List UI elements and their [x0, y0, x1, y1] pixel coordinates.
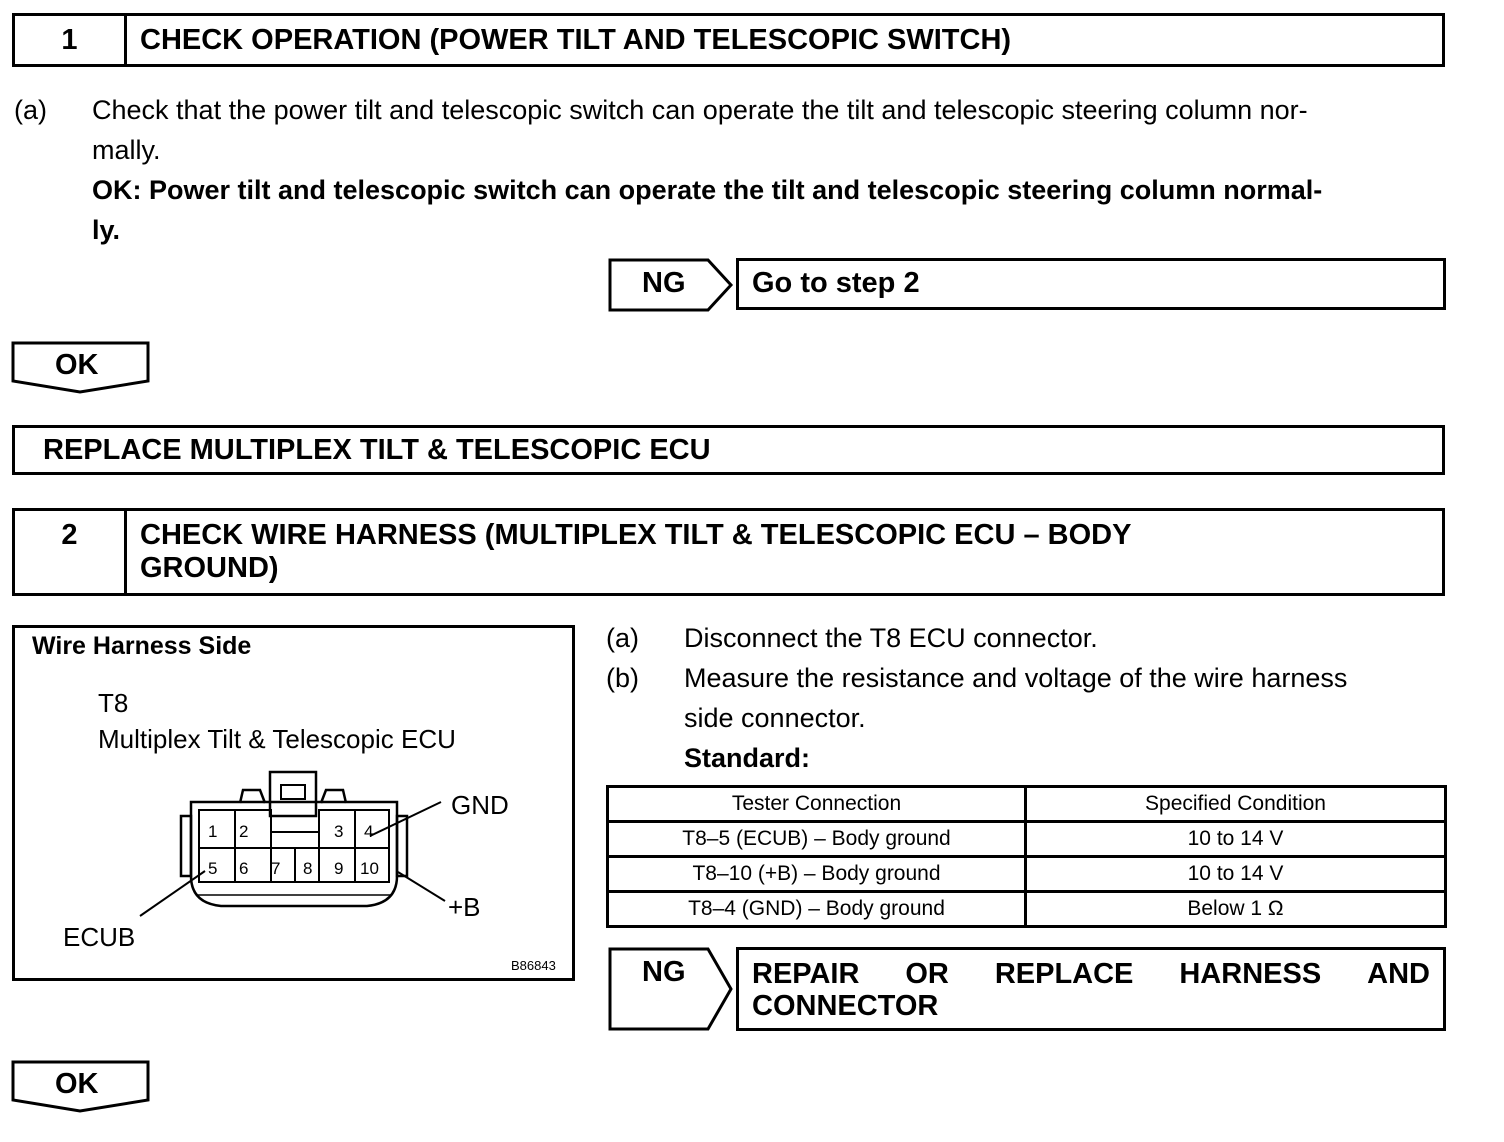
table-row: T8–4 (GND) – Body ground Below 1 Ω — [606, 890, 1447, 928]
replace-action-text: REPLACE MULTIPLEX TILT & TELESCOPIC ECU — [43, 434, 711, 466]
connector-name: Multiplex Tilt & Telescopic ECU — [98, 724, 456, 754]
table-cell: 10 to 14 V — [1024, 855, 1447, 893]
item-text-line2: mally. — [92, 135, 161, 165]
step-title: CHECK WIRE HARNESS (MULTIPLEX TILT & TEL… — [127, 511, 1442, 593]
spec-table-wrap: Tester Connection Specified Condition T8… — [606, 785, 1447, 928]
plus-b-label: +B — [448, 892, 481, 922]
ng-label: NG — [642, 956, 686, 988]
ok-criteria-line2: ly. — [92, 215, 121, 245]
pin-label: 9 — [334, 859, 344, 878]
item-text: Disconnect the T8 ECU connector. — [684, 623, 1098, 653]
ok-label: OK — [55, 349, 99, 381]
gnd-label: GND — [451, 790, 509, 820]
pin-label: 8 — [303, 859, 313, 878]
replace-action-box: REPLACE MULTIPLEX TILT & TELESCOPIC ECU — [12, 425, 1445, 475]
table-row: T8–10 (+B) – Body ground 10 to 14 V — [606, 855, 1447, 893]
table-cell: Below 1 Ω — [1024, 890, 1447, 928]
ng-action-word: OR — [905, 958, 949, 990]
ng-action-word: HARNESS — [1179, 958, 1322, 990]
step-title: CHECK OPERATION (POWER TILT AND TELESCOP… — [140, 24, 1012, 56]
standard-label: Standard: — [684, 743, 811, 773]
ng-action-text: Go to step 2 — [752, 267, 920, 299]
table-header: Tester Connection — [606, 785, 1027, 823]
pin-label: 1 — [208, 822, 218, 841]
step-title-line2: GROUND) — [140, 552, 279, 584]
ng-action-word: REPAIR — [752, 958, 860, 990]
table-row: T8–5 (ECUB) – Body ground 10 to 14 V — [606, 820, 1447, 858]
ecub-label: ECUB — [63, 922, 136, 952]
ng-action-line2: CONNECTOR — [752, 990, 939, 1022]
item-text-line1: Check that the power tilt and telescopic… — [92, 95, 1308, 125]
ok-criteria-line1: OK: Power tilt and telescopic switch can… — [92, 175, 1323, 205]
item-label: (a) — [14, 95, 47, 125]
connector-diagram: Wire Harness Side T8 Multiplex Tilt & Te… — [12, 625, 575, 981]
ng-action-box: REPAIR OR REPLACE HARNESS AND CONNECTOR — [736, 947, 1446, 1031]
ng-action-line1: REPAIR OR REPLACE HARNESS AND — [739, 950, 1443, 991]
pin-label: 3 — [334, 822, 344, 841]
table-cell: T8–10 (+B) – Body ground — [606, 855, 1027, 893]
ok-label: OK — [55, 1068, 99, 1100]
diagram-heading: Wire Harness Side — [32, 632, 252, 660]
item-label: (a) — [606, 623, 639, 653]
connector-drawing — [139, 770, 446, 917]
step-number: 2 — [15, 511, 127, 593]
ok-arrow-shape — [11, 341, 150, 394]
step-1-header: 1 CHECK OPERATION (POWER TILT AND TELESC… — [12, 13, 1445, 67]
pin-label: 6 — [239, 859, 249, 878]
step-2-header: 2 CHECK WIRE HARNESS (MULTIPLEX TILT & T… — [12, 508, 1445, 596]
table-cell: T8–5 (ECUB) – Body ground — [606, 820, 1027, 858]
step-number: 1 — [15, 16, 127, 64]
table-cell: T8–4 (GND) – Body ground — [606, 890, 1027, 928]
ok-arrow-shape — [11, 1060, 150, 1113]
table-header: Specified Condition — [1024, 785, 1447, 823]
ng-action-box: Go to step 2 — [736, 258, 1446, 310]
spec-table: Tester Connection Specified Condition T8… — [606, 785, 1447, 928]
ng-arrow-shape — [608, 947, 733, 1031]
figure-code: B86843 — [511, 958, 556, 973]
item-text-line1: Measure the resistance and voltage of th… — [684, 663, 1348, 693]
table-cell: 10 to 14 V — [1024, 820, 1447, 858]
ng-action-word: REPLACE — [994, 958, 1134, 990]
pin-label: 5 — [208, 859, 218, 878]
pin-label: 7 — [271, 859, 281, 878]
ng-action-word: AND — [1367, 958, 1430, 990]
step-title-line1: CHECK WIRE HARNESS (MULTIPLEX TILT & TEL… — [140, 519, 1132, 551]
pin-label: 10 — [360, 859, 379, 878]
pin-label: 4 — [364, 822, 374, 841]
ng-label: NG — [642, 267, 686, 299]
pin-label: 2 — [239, 822, 249, 841]
ng-arrow-shape — [608, 258, 734, 312]
item-label: (b) — [606, 663, 639, 693]
table-header-row: Tester Connection Specified Condition — [606, 785, 1447, 823]
item-text-line2: side connector. — [684, 703, 866, 733]
connector-id: T8 — [98, 688, 129, 718]
